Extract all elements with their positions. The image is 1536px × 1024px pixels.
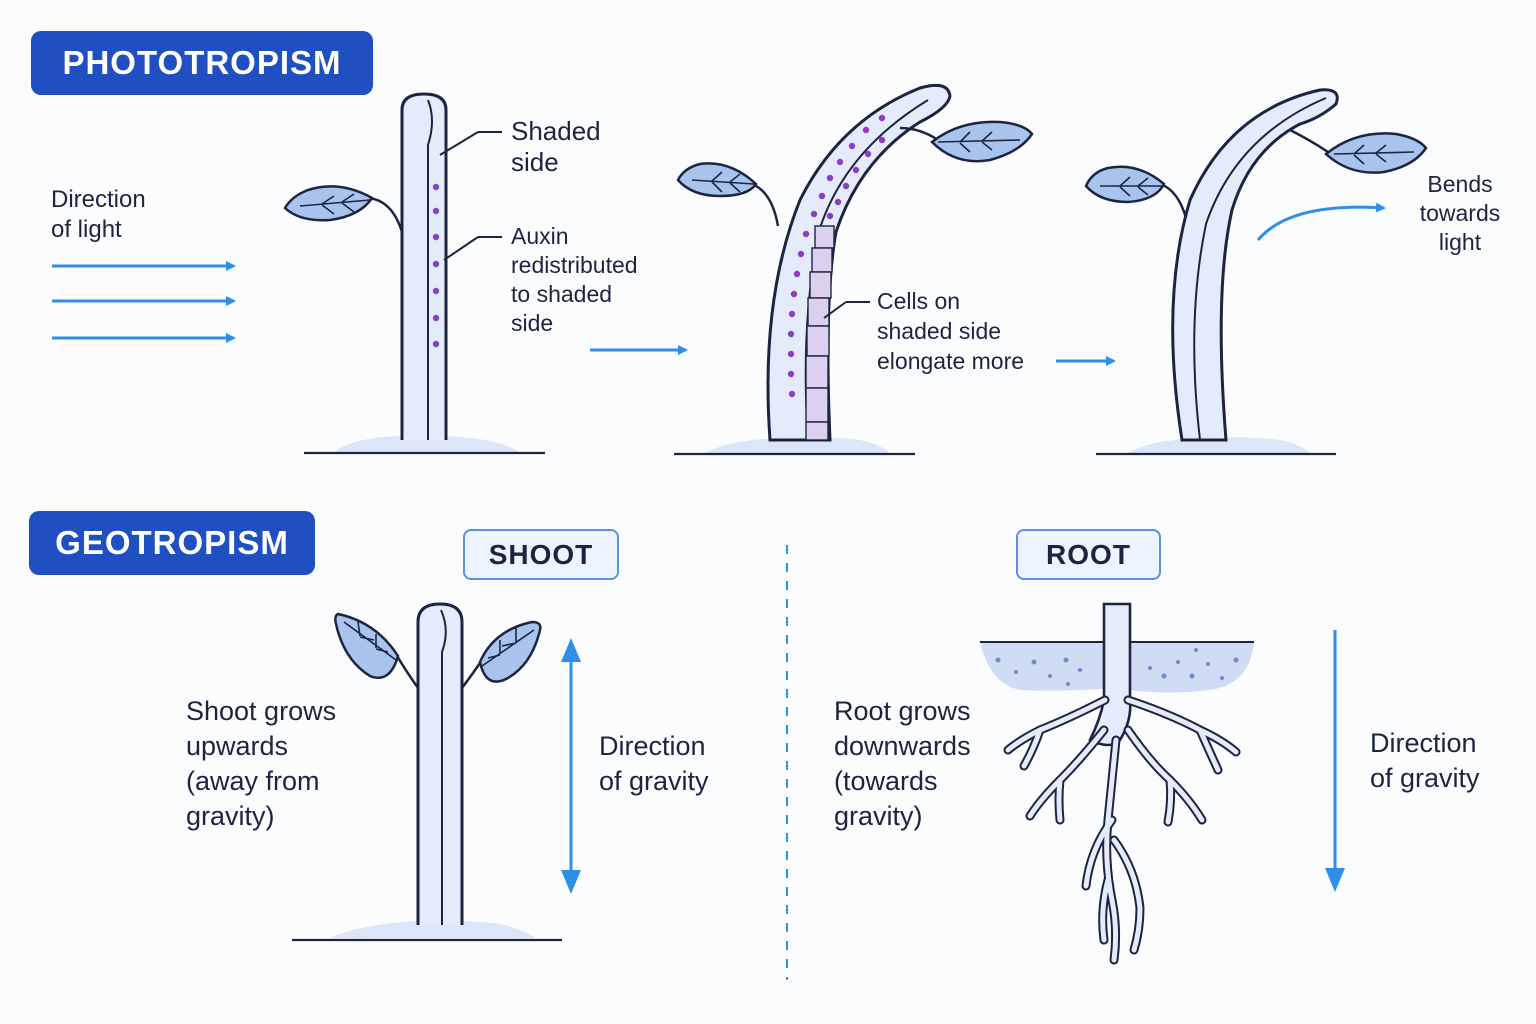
light-arrows	[52, 261, 236, 343]
shoot-leaf-left	[334, 612, 400, 679]
cells-line-2: shaded side	[877, 318, 1002, 344]
stem-2	[766, 83, 952, 442]
root-plant	[980, 602, 1254, 965]
shoot-text-line-4: gravity)	[186, 801, 275, 831]
shaded-side-label: Shaded side	[511, 116, 601, 178]
auxin-dots-1	[432, 183, 440, 348]
stem-3-inner-line	[1193, 97, 1327, 441]
phototropism-title: PHOTOTROPISM	[31, 31, 373, 95]
ground-mound-3	[1128, 437, 1310, 453]
shoot-tag: SHOOT	[463, 529, 619, 580]
shoot-text-line-3: (away from	[186, 766, 320, 796]
geotropism-title: GEOTROPISM	[29, 511, 315, 575]
stem-1-inner-line	[427, 99, 433, 440]
root-text-line-3: (towards	[834, 766, 938, 796]
plant-2	[674, 83, 1034, 456]
petiole-2a	[751, 182, 780, 227]
shoot-stem	[416, 602, 464, 925]
shoot-leaf-right-vein	[481, 628, 535, 667]
shaded-side-pointer	[439, 131, 479, 156]
direction-of-light-line-2: of light	[51, 216, 122, 243]
root-grows-label: Root grows downwards (towards gravity)	[834, 694, 971, 834]
root-gravity-label: Direction of gravity	[1370, 726, 1480, 796]
root-text-line-2: downwards	[834, 731, 971, 761]
auxin-pointer	[443, 236, 479, 261]
soil-particles	[995, 648, 1239, 686]
auxin-line-3: to shaded	[511, 281, 613, 307]
elongated-cells	[805, 225, 835, 441]
auxin-line-1: Auxin	[511, 223, 569, 249]
shoot-grows-label: Shoot grows upwards (away from gravity)	[186, 694, 336, 834]
ground-mound-1	[335, 435, 520, 452]
ground-mound-shoot	[330, 920, 535, 938]
direction-of-light-label: Direction of light	[51, 185, 146, 245]
cells-line-1: Cells on	[877, 288, 961, 314]
ground-mound-2	[705, 437, 890, 453]
bends-line-2: towards	[1419, 200, 1501, 226]
bends-label: Bends towards light	[1410, 170, 1510, 257]
leaf-1-vein	[299, 193, 371, 215]
bends-line-1: Bends	[1427, 171, 1493, 197]
shoot-text-line-2: upwards	[186, 731, 289, 761]
cells-pointer	[823, 301, 847, 319]
shoot-petiole-right	[460, 659, 484, 689]
shaded-side-line-1: Shaded	[511, 116, 601, 146]
plant-1	[283, 92, 545, 455]
stem-3	[1171, 88, 1339, 442]
shoot-gravity-line-1: Direction	[599, 731, 706, 761]
petiole-3b	[1289, 128, 1329, 154]
leaf-3a	[1084, 165, 1166, 204]
bends-line-3: light	[1438, 229, 1482, 255]
auxin-label: Auxin redistributed to shaded side	[511, 222, 638, 338]
auxin-line-4: side	[511, 310, 554, 336]
shoot-gravity-line-2: of gravity	[599, 766, 709, 796]
auxin-line-2: redistributed	[511, 252, 638, 278]
root-tag: ROOT	[1016, 529, 1161, 580]
shoot-gravity-label: Direction of gravity	[599, 729, 709, 799]
direction-of-light-line-1: Direction	[51, 186, 146, 213]
root-text-line-1: Root grows	[834, 696, 971, 726]
shoot-leaf-left-vein	[343, 621, 397, 661]
root-branches-fill	[1005, 697, 1239, 963]
bend-arrow	[1256, 202, 1386, 241]
plant-3	[1084, 88, 1428, 456]
shoot-text-line-1: Shoot grows	[186, 696, 337, 726]
root-text-line-4: gravity)	[834, 801, 923, 831]
leaf-2a	[676, 162, 758, 198]
cells-line-3: elongate more	[877, 348, 1025, 374]
petiole-3a	[1159, 182, 1188, 219]
leaf-3a-vein	[1100, 176, 1162, 197]
shoot-stem-inner-line	[440, 609, 447, 925]
petiole-2b	[899, 126, 939, 142]
root-main	[1088, 602, 1132, 747]
shoot-petiole-left	[394, 653, 420, 689]
auxin-dots-2	[787, 114, 886, 398]
stem-1	[400, 92, 448, 440]
leaf-2b-vein	[937, 131, 1021, 153]
shoot-plant	[292, 602, 562, 942]
root-gravity-line-1: Direction	[1370, 728, 1477, 758]
petiole-1	[367, 196, 404, 233]
cells-label: Cells on shaded side elongate more	[877, 286, 1024, 376]
shoot-gravity-arrow	[561, 638, 581, 894]
leaf-2a-vein	[691, 171, 755, 193]
root-gravity-line-2: of gravity	[1370, 763, 1480, 793]
shaded-side-line-2: side	[511, 147, 559, 177]
leaf-3b-vein	[1333, 144, 1415, 165]
root-gravity-arrow	[1325, 630, 1345, 892]
